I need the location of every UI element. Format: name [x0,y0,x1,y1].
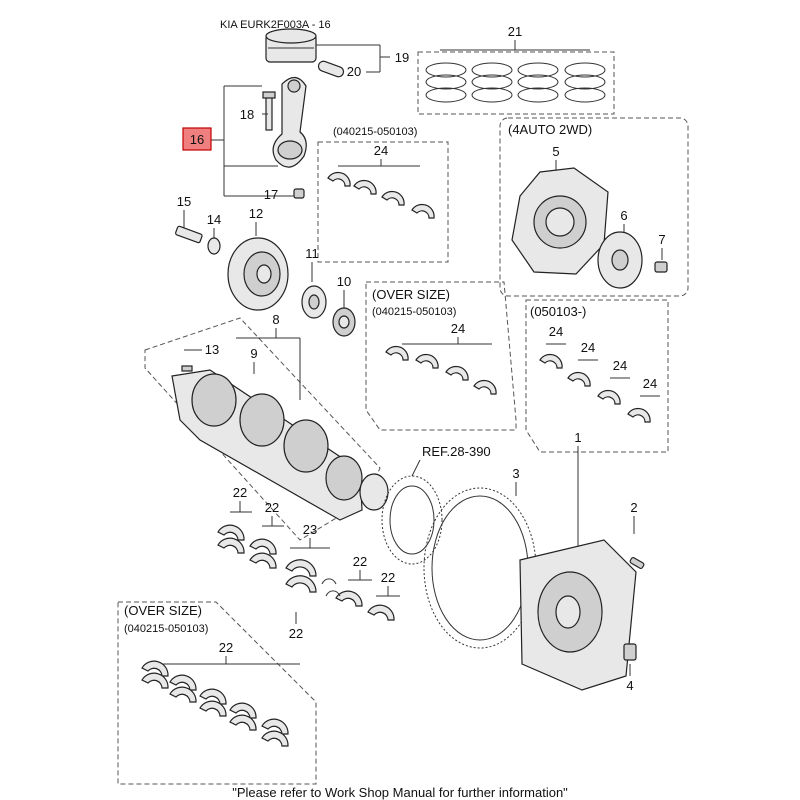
pulley-bolt[interactable] [175,225,203,244]
highlighted-part-16-box[interactable] [182,127,212,151]
main-bearing-set-oversize[interactable] [141,660,289,747]
callout-16: 16 [190,132,204,147]
callout-12: 12 [249,206,263,221]
callout-19: 19 [395,50,409,65]
callout-24c: 24 [549,324,563,339]
callout-7: 7 [658,232,665,247]
callout-3: 3 [512,466,519,481]
piston-pin[interactable] [317,60,345,78]
rod-bearing-set-oversize[interactable] [385,345,497,395]
callout-17: 17 [264,187,278,202]
ring-gear[interactable] [423,487,537,649]
callout-18: 18 [240,107,254,122]
callout-22e: 22 [289,626,303,641]
callout-24a: 24 [374,143,388,158]
drive-plate-bolt[interactable] [654,261,668,273]
piston-ring-set[interactable] [425,62,606,103]
callout-22f: 22 [219,640,233,655]
callout-14: 14 [207,212,221,227]
connecting-rod-bolt[interactable] [262,91,276,131]
oversize-bottom-title: (OVER SIZE) [124,603,202,618]
piston-ring-set-box [417,51,615,115]
washer[interactable] [207,237,221,255]
oversize-bottom-box [117,601,317,785]
callout-23: 23 [303,522,317,537]
dowel-pin[interactable] [629,557,645,569]
callout-11: 11 [305,246,319,261]
diagram-code: KIA EURK2F003A - 16 [220,19,331,31]
flywheel-bolt[interactable] [623,643,637,661]
crankshaft[interactable] [171,369,389,521]
callout-2: 2 [630,500,637,515]
crankshaft-sprocket[interactable] [332,307,356,337]
crankshaft-pulley[interactable] [227,237,289,311]
main-bearing-set[interactable] [217,524,395,621]
crank-position-wheel[interactable] [301,285,327,319]
connecting-rod-nut[interactable] [293,188,305,199]
callout-24f: 24 [643,376,657,391]
thrust-washer[interactable] [321,578,341,597]
reference-ring-gear[interactable] [381,475,443,565]
oversize-mid-range: (040215-050103) [372,306,456,318]
callout-22c: 22 [353,554,367,569]
crankshaft-key[interactable] [181,365,193,372]
oversize-bottom-range: (040215-050103) [124,623,208,635]
callout-4: 4 [626,678,633,693]
rod-bearing-set-right[interactable] [539,353,651,423]
callout-9: 9 [250,346,257,361]
adapter-plate[interactable] [597,231,643,289]
callout-24d: 24 [581,340,595,355]
auto-2wd-box [499,117,689,297]
callout-24e: 24 [613,358,627,373]
group-range-right: (050103-) [530,304,586,319]
callout-20: 20 [347,64,361,79]
ref-label: REF.28-390 [422,444,491,459]
callout-10: 10 [337,274,351,289]
group-range-top: (040215-050103) [333,126,417,138]
rod-bearing-set-top[interactable] [327,171,435,219]
callout-24b: 24 [451,321,465,336]
callout-21: 21 [508,24,522,39]
callout-22d: 22 [381,570,395,585]
drive-plate[interactable] [511,167,609,275]
oversize-mid-title: (OVER SIZE) [372,287,450,302]
callout-1: 1 [574,430,581,445]
callout-5: 5 [552,144,559,159]
callout-13: 13 [205,342,219,357]
callout-6: 6 [620,208,627,223]
piston[interactable] [265,28,317,63]
callout-15: 15 [177,194,191,209]
flywheel[interactable] [519,539,637,691]
rod-bearing-box-top [317,141,449,263]
connecting-rod[interactable] [272,76,307,168]
callout-22b: 22 [265,500,279,515]
oversize-mid-box [365,281,517,431]
group-auto-title: (4AUTO 2WD) [508,122,592,137]
callout-8: 8 [272,312,279,327]
callout-22a: 22 [233,485,247,500]
footer-note: "Please refer to Work Shop Manual for fu… [232,785,568,800]
